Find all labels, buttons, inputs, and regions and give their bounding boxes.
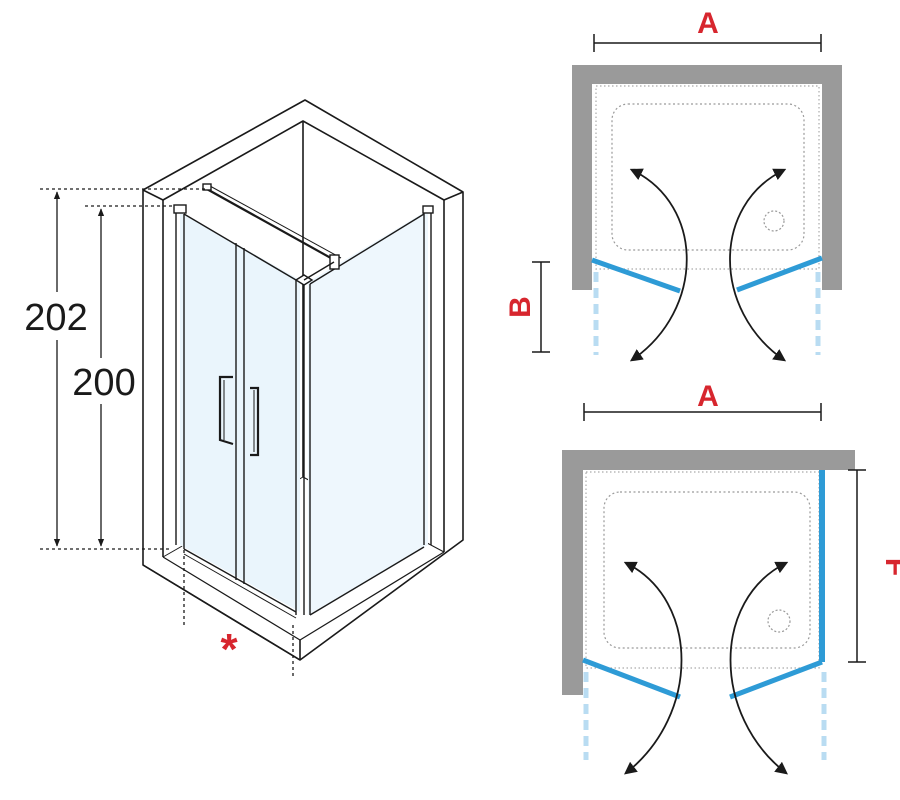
wall-outline: [142, 99, 464, 661]
side-glass-panel: [308, 210, 428, 615]
drain-top: [763, 210, 785, 232]
left-handle: [218, 375, 234, 446]
plan-view-bottom: A F: [562, 380, 900, 775]
plan-view-top: A B: [504, 7, 842, 362]
isometric-view: 202 200 *: [20, 99, 464, 678]
left-door-top: [591, 257, 681, 294]
asterisk-marker: *: [220, 625, 238, 674]
depth-b-label: B: [504, 296, 537, 318]
wall-top: [572, 65, 842, 290]
door-handles: [218, 375, 260, 457]
left-swing-arrow-bottom: [623, 561, 683, 775]
right-handle: [250, 386, 260, 457]
left-door-bottom: [582, 657, 681, 700]
drain-bottom: [767, 609, 791, 633]
left-swing-arrow-top: [629, 168, 688, 362]
side-f-label: F: [879, 558, 900, 576]
front-glass-door: [180, 212, 300, 612]
height-total-label: 202: [24, 297, 87, 339]
wall-bottom: [562, 450, 855, 695]
shower-tray-top: [611, 103, 805, 251]
width-a-label-top: A: [697, 7, 719, 40]
enclosure-frame: [173, 183, 434, 619]
glass-panels: [180, 210, 428, 615]
right-door-bottom: [729, 659, 823, 700]
height-panel-label: 200: [72, 362, 135, 404]
right-door-top: [736, 255, 823, 293]
right-swing-arrow-top: [729, 168, 787, 362]
right-swing-arrow-bottom: [729, 561, 789, 775]
width-a-label-bottom: A: [697, 380, 719, 413]
shower-tray-bottom: [603, 491, 811, 649]
